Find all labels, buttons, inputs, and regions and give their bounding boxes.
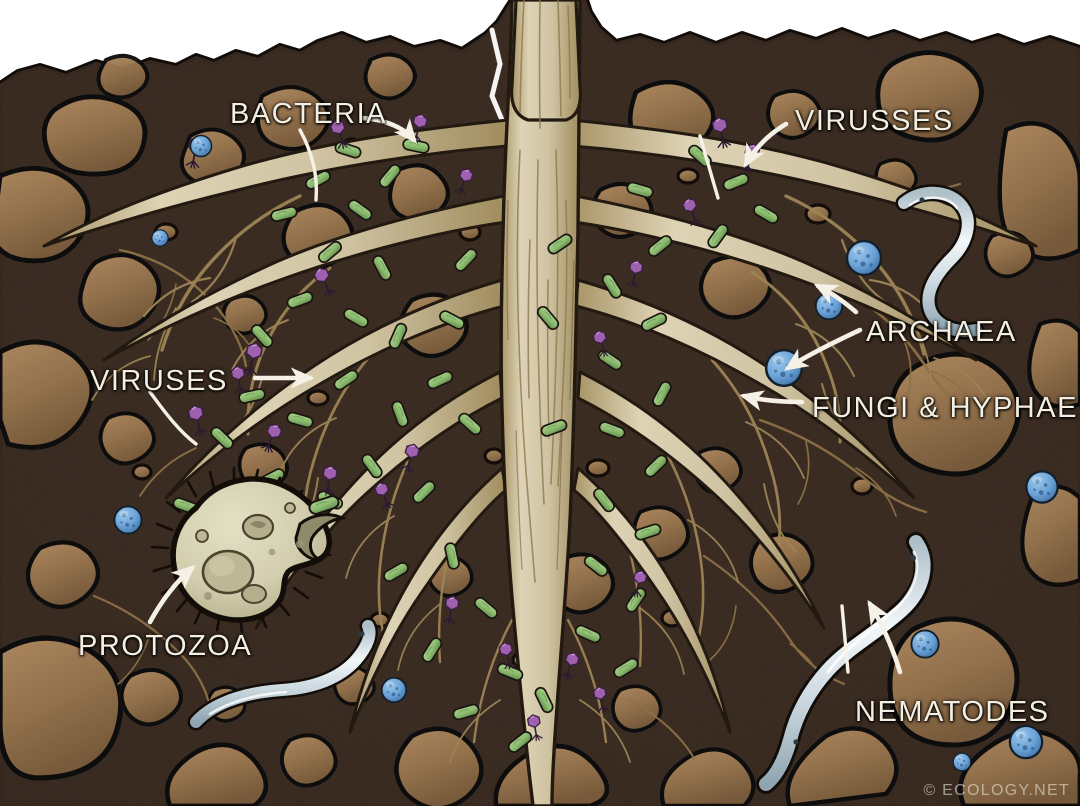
nematode-group xyxy=(187,184,985,794)
pointer-nematodes-2 xyxy=(840,604,850,674)
arrow-protozoa xyxy=(147,564,196,625)
plant-root-system xyxy=(42,0,1038,806)
pointer-bacteria-2 xyxy=(298,128,319,202)
arrow-fungi xyxy=(739,390,805,411)
arrow-archaea-2 xyxy=(784,327,863,371)
arrow-nematodes xyxy=(867,599,903,675)
arrow-bacteria xyxy=(359,115,418,144)
label-arrows xyxy=(147,115,903,675)
protozoa-organism xyxy=(150,464,347,634)
watermark-ecology-net: © ECOLOGY.NET xyxy=(923,782,1070,799)
arrow-virusses xyxy=(743,121,789,169)
label-pointer-lines xyxy=(148,128,850,674)
pointer-virusses-2 xyxy=(698,134,720,200)
pointer-viruses-2 xyxy=(148,390,198,446)
arrow-archaea-1 xyxy=(813,283,859,315)
